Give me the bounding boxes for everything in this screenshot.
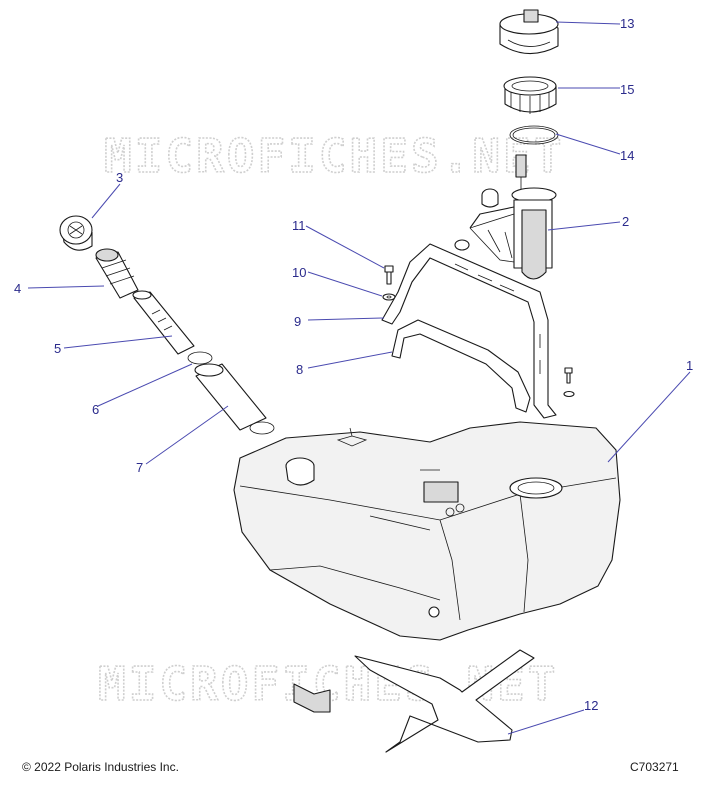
callout-6: 6	[92, 402, 99, 417]
part-4-filler-neck	[95, 248, 139, 299]
leader-5	[63, 335, 173, 349]
part-11-bolt	[384, 265, 394, 285]
part-9-strap	[381, 243, 557, 419]
leader-11	[305, 225, 385, 269]
leader-12	[507, 709, 585, 735]
leader-4	[27, 285, 105, 289]
leader-14	[555, 133, 621, 155]
copyright-text: © 2022 Polaris Industries Inc.	[22, 760, 179, 774]
part-6-clamp	[187, 351, 275, 435]
part-1-fuel-tank	[233, 421, 621, 641]
part-8-strap	[391, 319, 531, 413]
leader-8	[307, 351, 393, 369]
callout-11: 11	[292, 218, 306, 233]
leader-2	[547, 221, 621, 231]
leader-13	[555, 21, 621, 25]
callout-4: 4	[14, 281, 21, 296]
callout-3: 3	[116, 170, 123, 185]
callout-15: 15	[620, 82, 634, 97]
callout-9: 9	[294, 314, 301, 329]
callout-10: 10	[292, 265, 306, 280]
diagram-code: C703271	[630, 760, 679, 774]
callout-13: 13	[620, 16, 634, 31]
part-12-pads	[293, 649, 535, 753]
leader-6	[97, 363, 193, 407]
callout-2: 2	[622, 214, 629, 229]
part-15-lock-ring	[503, 76, 557, 114]
leader-9	[307, 317, 385, 321]
leader-10	[307, 271, 383, 297]
callout-5: 5	[54, 341, 61, 356]
callout-1: 1	[686, 358, 693, 373]
part-10-washer	[382, 293, 396, 301]
part-3-filler-cap	[59, 215, 93, 251]
strap-bolt	[563, 367, 575, 398]
part-13-cap	[499, 9, 559, 55]
part-2-fuel-pump	[454, 154, 557, 280]
leader-7	[145, 405, 229, 465]
watermark-top: MICROFICHES.NET	[104, 129, 564, 183]
callout-8: 8	[296, 362, 303, 377]
callout-7: 7	[136, 460, 143, 475]
callout-14: 14	[620, 148, 634, 163]
part-7-hose	[194, 363, 267, 431]
leader-1	[607, 371, 691, 463]
callout-12: 12	[584, 698, 598, 713]
part-5-fill-tube	[132, 290, 195, 355]
leader-3	[91, 183, 121, 219]
